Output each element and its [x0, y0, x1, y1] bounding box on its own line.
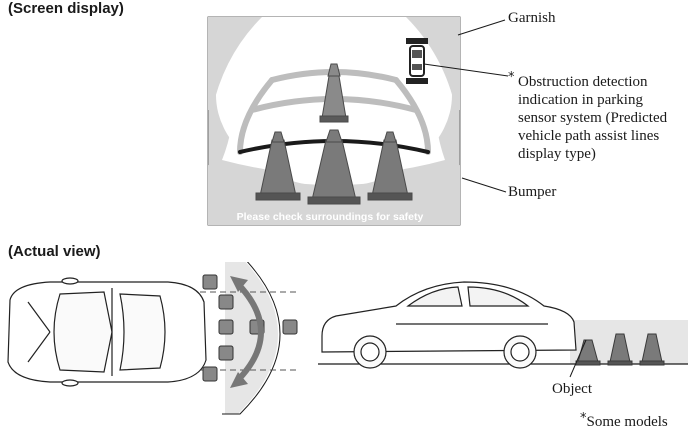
garnish-label: Garnish	[508, 10, 556, 26]
screen-cones	[255, 63, 413, 205]
footnote-marker: *	[580, 411, 587, 426]
screen-display-heading: (Screen display)	[8, 0, 124, 17]
obstruction-line-4: vehicle path assist lines	[518, 128, 660, 144]
detection-sweep-arrow	[235, 281, 264, 383]
safety-message: Please check surroundings for safety	[237, 211, 424, 223]
actual-view-heading: (Actual view)	[8, 243, 101, 260]
car-side-view	[321, 281, 577, 369]
side-view-diagram	[318, 281, 688, 378]
footnote-text: Some models	[586, 414, 668, 430]
footnote: *Some models	[580, 411, 668, 431]
obstruction-callout: * Obstruction detection indication in pa…	[508, 70, 688, 163]
side-cones	[575, 333, 665, 366]
top-view-diagram	[7, 262, 300, 415]
car-top-view	[7, 277, 207, 387]
obstruction-line-2: indication in parking	[518, 92, 643, 108]
screen-display-diagram: Please check surroundings for safety	[207, 16, 509, 226]
object-label: Object	[552, 381, 592, 397]
obstruction-footnote-marker: *	[508, 70, 515, 85]
obstruction-line-3: sensor system (Predicted	[518, 110, 668, 126]
obstruction-line-1: Obstruction detection	[518, 74, 648, 90]
obstruction-line-5: display type)	[518, 146, 596, 162]
obstruction-indicator-icon	[406, 38, 428, 84]
bumper-label: Bumper	[508, 184, 557, 200]
detection-zone	[225, 262, 278, 414]
